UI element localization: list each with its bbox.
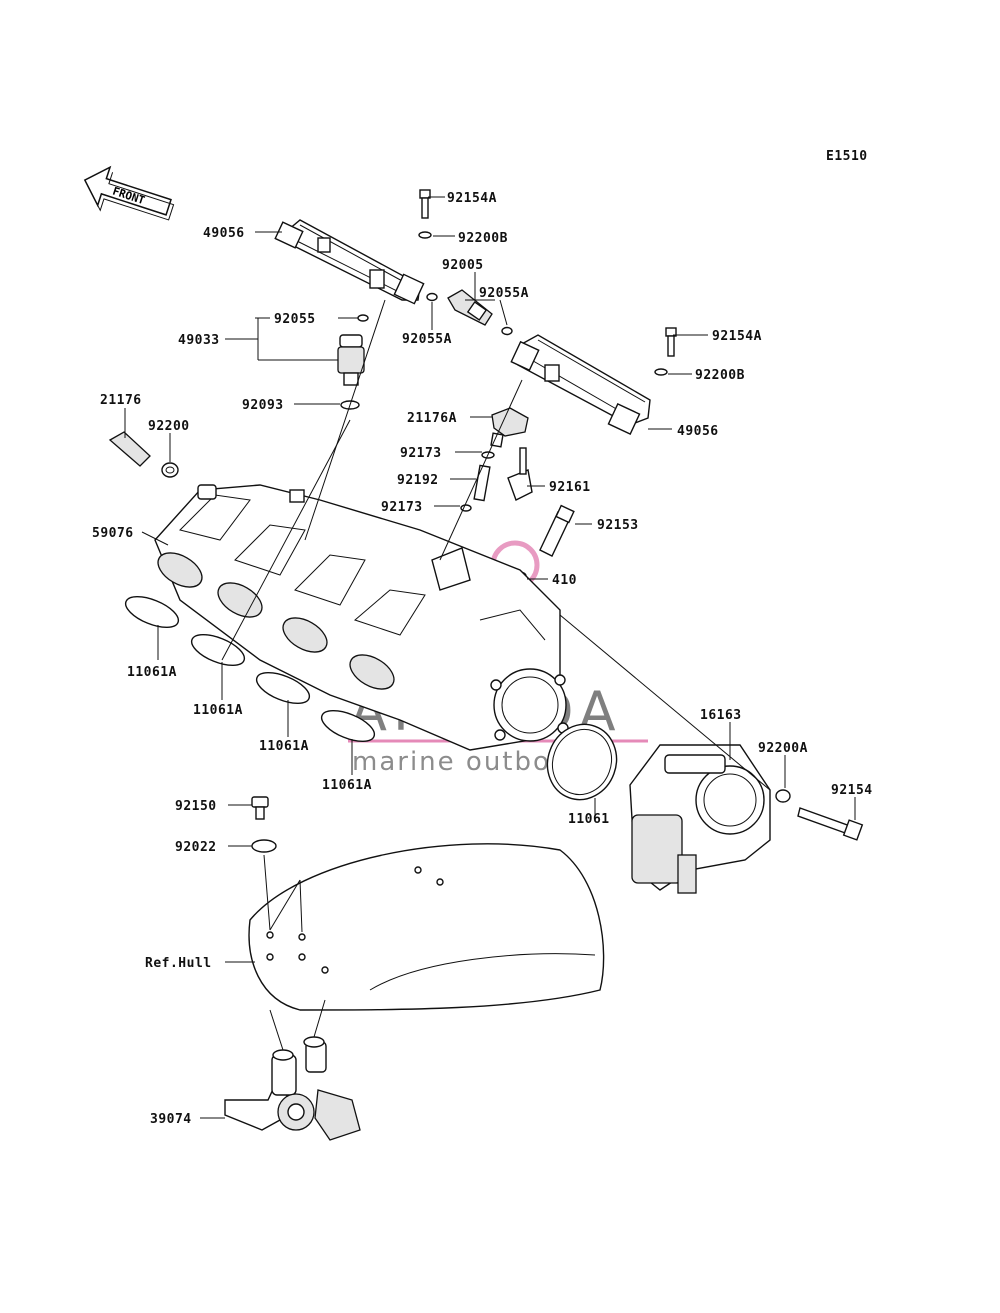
- o-ring-92055: [357, 314, 369, 322]
- fuel-injector: [337, 334, 365, 410]
- hull-reference: [248, 843, 605, 1011]
- bolt-92154a-right: [654, 327, 677, 376]
- temperature-sensor: [108, 431, 179, 478]
- callout-label: 92055A: [402, 332, 452, 347]
- gasket-11061a-3: [255, 672, 311, 704]
- callout-label: 92200: [148, 419, 190, 434]
- callout-label: 92005: [442, 258, 484, 273]
- callout-label: 92173: [381, 500, 423, 515]
- callout-label: Ref.Hull: [145, 956, 212, 971]
- callout-label: 92173: [400, 446, 442, 461]
- bolt-92154: [797, 807, 864, 841]
- diagram-code: E1510: [826, 149, 868, 164]
- callout-label: 49056: [677, 424, 719, 439]
- callout-label: 16163: [700, 708, 742, 723]
- callout-label: 92154A: [712, 329, 762, 344]
- callout-label: 92022: [175, 840, 217, 855]
- gasket-11061a-1: [124, 596, 180, 628]
- callout-label: 92200A: [758, 741, 808, 756]
- callout-label: 92154A: [447, 191, 497, 206]
- fuel-rail-right: [510, 334, 651, 435]
- callout-label: 92154: [831, 783, 873, 798]
- callout-label: 11061: [568, 812, 610, 827]
- callout-label: 49033: [178, 333, 220, 348]
- callout-label: 21176A: [407, 411, 457, 426]
- washer-92200a: [775, 789, 791, 803]
- callout-label: 11061A: [322, 778, 372, 793]
- o-ring-92055a-right: [501, 326, 513, 336]
- fuel-connector: [447, 289, 493, 326]
- callout-label: 92055: [274, 312, 316, 327]
- fuel-rail-left: [274, 219, 425, 305]
- callout-label: 49056: [203, 226, 245, 241]
- throttle-body: [629, 744, 771, 894]
- callout-label: 39074: [150, 1112, 192, 1127]
- bolt-92150: [251, 796, 269, 820]
- callout-label: 92200B: [695, 368, 745, 383]
- callout-label: 21176: [100, 393, 142, 408]
- washer-92022: [251, 839, 277, 853]
- gasket-11061a-2: [190, 634, 246, 666]
- callout-label: 92192: [397, 473, 439, 488]
- callout-label: 11061A: [259, 739, 309, 754]
- callout-label: 92150: [175, 799, 217, 814]
- callout-label: 59076: [92, 526, 134, 541]
- o-ring-92055a: [426, 292, 438, 302]
- bolt-92154a-upper: [418, 189, 432, 239]
- callout-label: 11061A: [193, 703, 243, 718]
- callout-labels: 92154A 92200B 49056 92005 92055A 92055 4…: [92, 191, 873, 1127]
- callout-label: 92153: [597, 518, 639, 533]
- callout-label: 92200B: [458, 231, 508, 246]
- front-arrow-icon: FRONT: [83, 165, 175, 221]
- callout-label: 11061A: [127, 665, 177, 680]
- leader-lines: [124, 196, 856, 1119]
- gasket-11061a-4: [320, 710, 376, 742]
- callout-label: 92093: [242, 398, 284, 413]
- gasket-11061: [546, 723, 618, 801]
- callout-label: 92055A: [479, 286, 529, 301]
- bolt-92153: [539, 504, 575, 557]
- callout-label: 410: [552, 573, 577, 588]
- intake-manifold: [154, 484, 569, 751]
- throttle-lever-assembly: [224, 1036, 361, 1141]
- pressure-sensor: [460, 407, 533, 512]
- callout-label: 92161: [549, 480, 591, 495]
